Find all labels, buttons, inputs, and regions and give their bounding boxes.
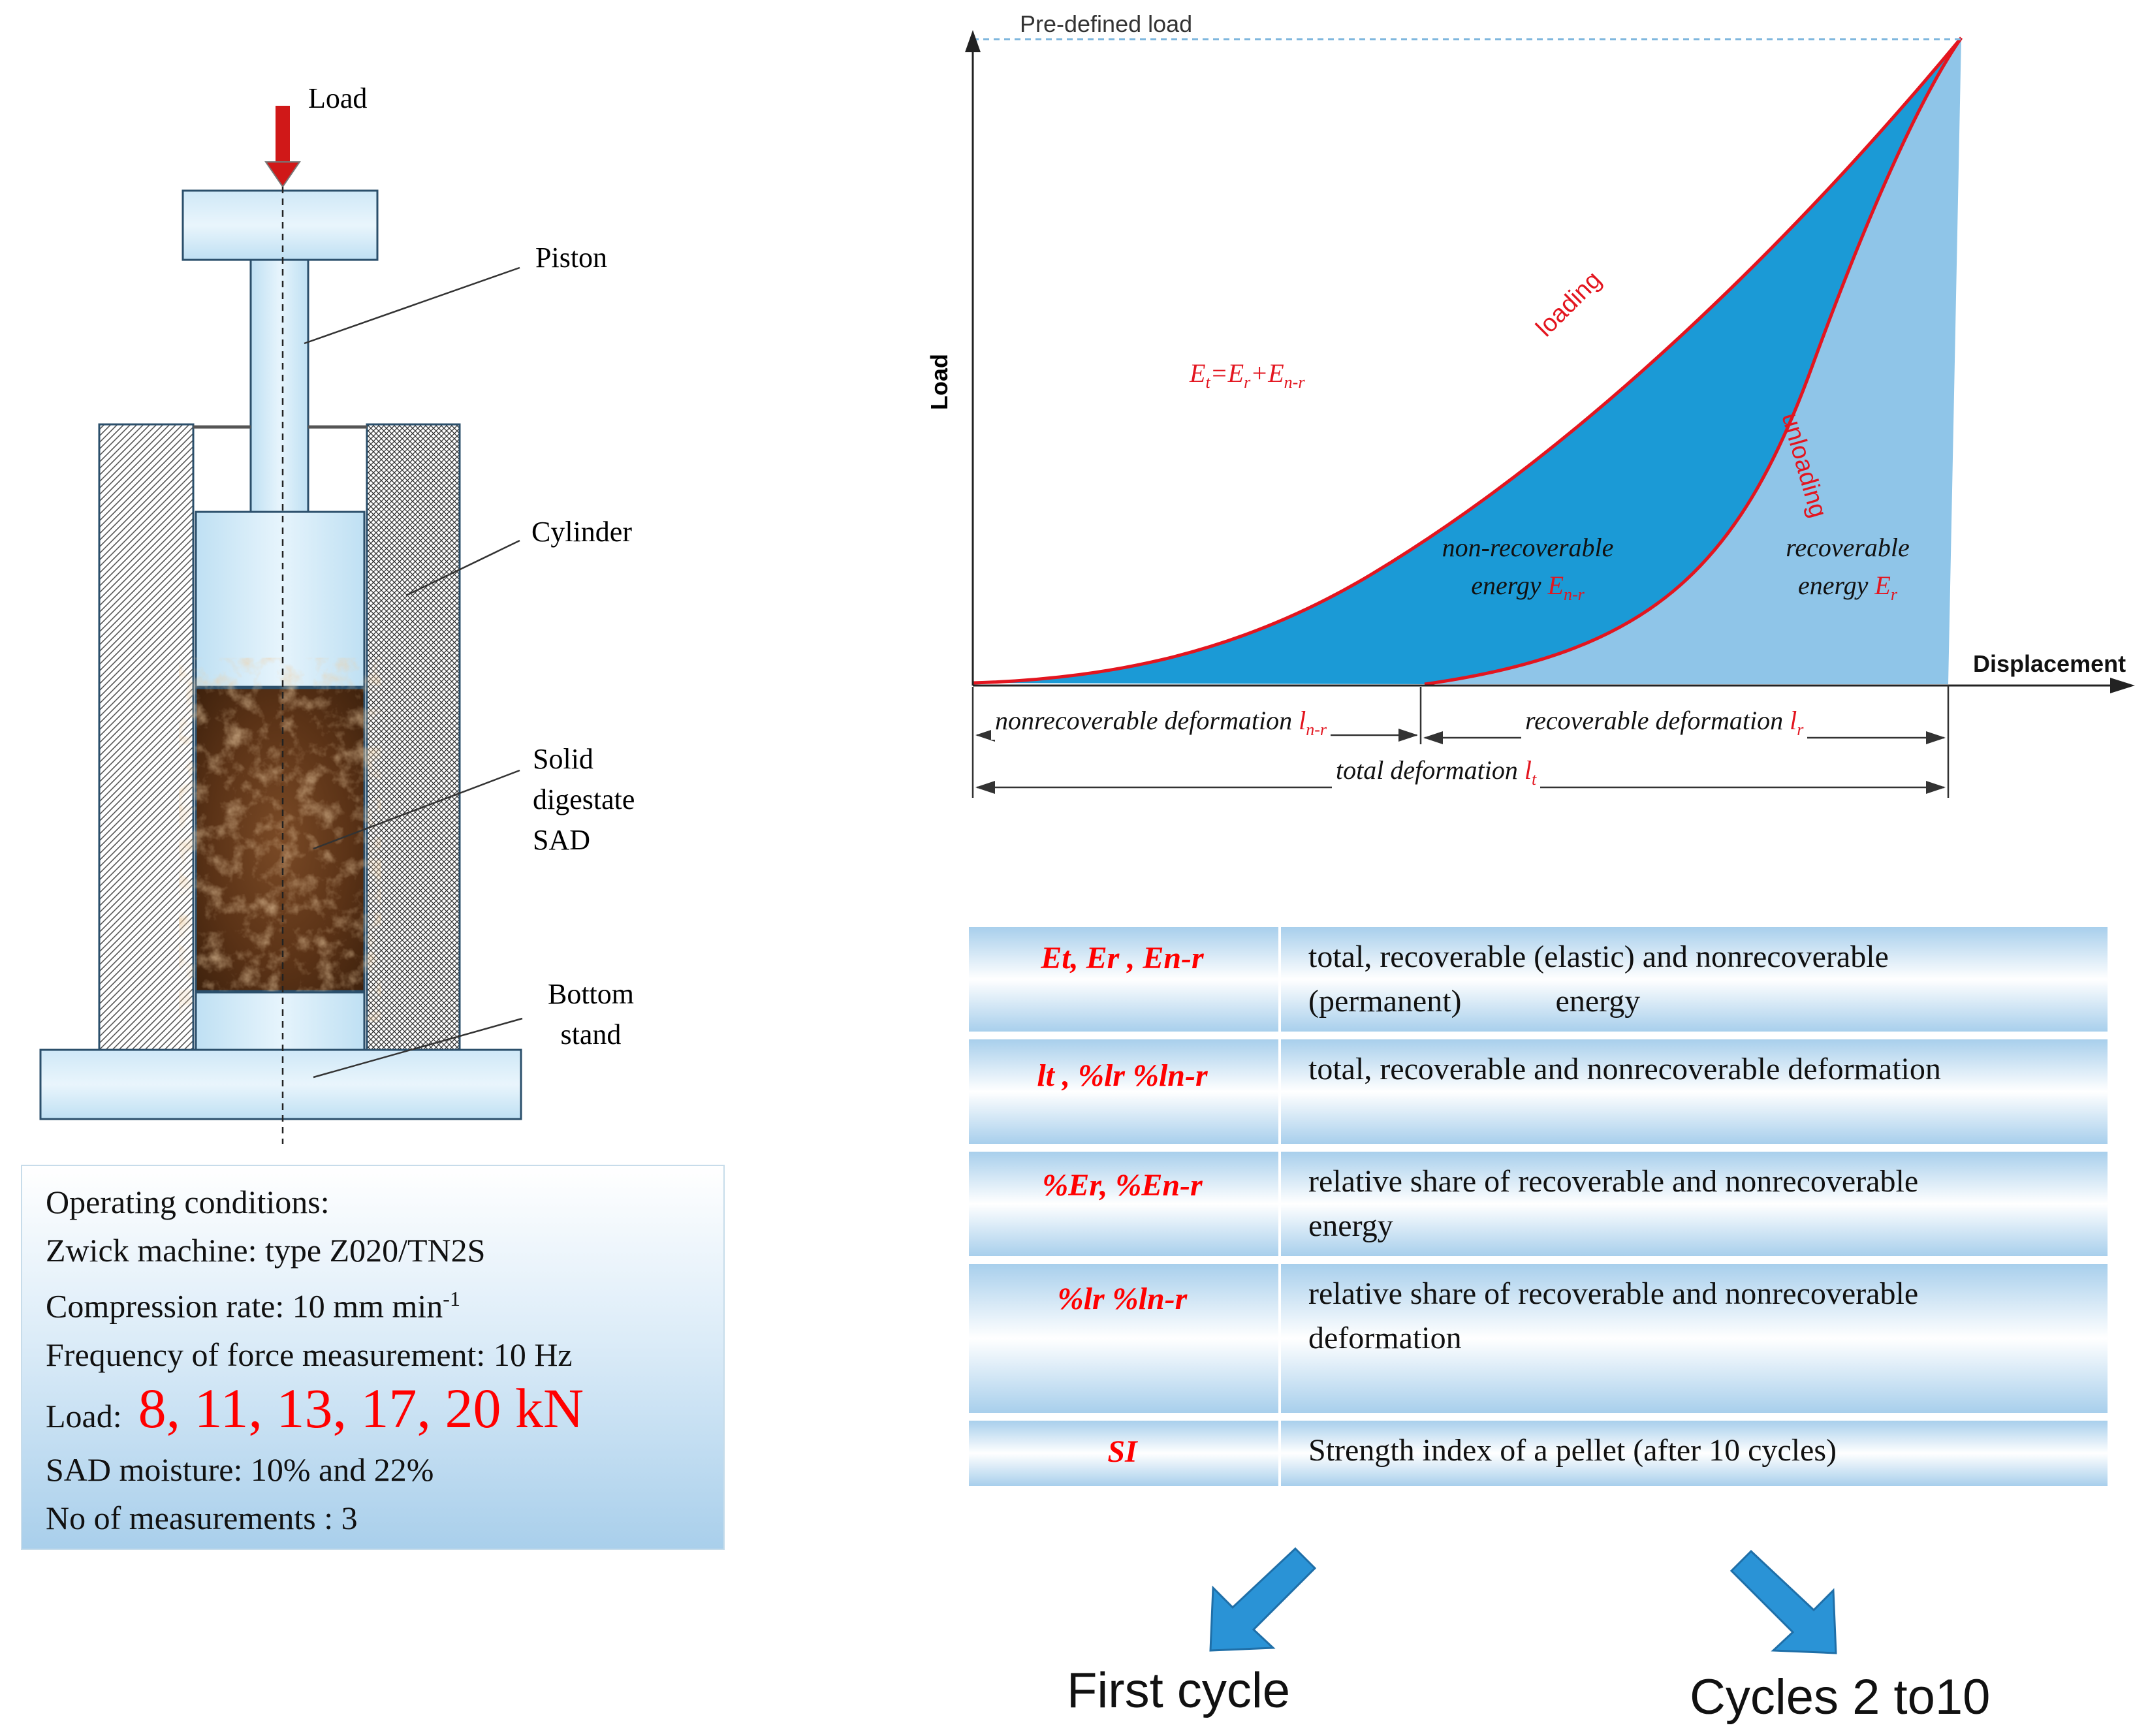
table-description: relative share of recoverable and nonrec… (1308, 1276, 1919, 1355)
ops-measurements: No of measurements : 3 (46, 1499, 358, 1536)
load-arrow-head (264, 161, 301, 188)
first-cycle-label: First cycle (1067, 1663, 1290, 1718)
recoverable-energy-label: recoverable energy Er (1786, 533, 1910, 604)
table-description: Strength index of a pellet (after 10 cyc… (1308, 1433, 1837, 1468)
total-deformation-label: total deformation lt (1332, 755, 1541, 789)
ops-moisture: SAD moisture: 10% and 22% (46, 1451, 434, 1488)
ops-rate: Compression rate: 10 mm min-1 (46, 1287, 460, 1325)
table-row: lt , %lr %ln-r total, recoverable and no… (969, 1039, 2108, 1144)
ops-frequency: Frequency of force measurement: 10 Hz (46, 1336, 573, 1373)
predefined-load-label: Pre-defined load (1020, 10, 1193, 37)
cycles-label: Cycles 2 to10 (1690, 1669, 1991, 1725)
label-load: Load (308, 82, 368, 114)
cylinder-wall-right (366, 423, 461, 1051)
table-symbol: SI (1107, 1434, 1137, 1469)
arrow-cycles-icon (1729, 1549, 1837, 1654)
label-bottom-stand: Bottom stand (547, 978, 635, 1050)
piston-head (195, 511, 366, 688)
arrow-first-cycle-icon (1209, 1547, 1317, 1652)
label-cylinder: Cylinder (531, 516, 632, 548)
table-symbol: lt , %lr %ln-r (1037, 1058, 1208, 1093)
nonrecoverable-energy-label: non-recoverable energy En-r (1442, 533, 1614, 604)
table-description: total, recoverable (elastic) and nonreco… (1308, 939, 1889, 1018)
table-row: %lr %ln-r relative share of recoverable … (969, 1264, 2108, 1413)
recoverable-energy-area (1425, 38, 1961, 684)
unloading-curve (1424, 37, 1963, 686)
table-symbol: %Er, %En-r (1042, 1168, 1203, 1203)
table-symbol: %lr %ln-r (1057, 1282, 1188, 1316)
energy-equation: Et=Er+En-r (1190, 358, 1305, 392)
nonrecoverable-deformation-label: nonrecoverable deformation ln-r (991, 705, 1331, 740)
cylinder-wall-left (98, 423, 195, 1051)
load-arrow-shaft (276, 106, 290, 163)
ops-load-values: 8, 11, 13, 17, 20 kN (138, 1376, 584, 1440)
x-axis-label: Displacement (1973, 650, 2126, 677)
table-symbol: Et, Er , En-r (1041, 941, 1204, 975)
operating-conditions-box: Operating conditions: Zwick machine: typ… (21, 1165, 725, 1550)
table-row: Et, Er , En-r total, recoverable (elasti… (969, 927, 2108, 1032)
nonrecoverable-energy-area (973, 38, 1961, 684)
table-description: relative share of recoverable and nonrec… (1308, 1164, 1919, 1243)
table-row: %Er, %En-r relative share of recoverable… (969, 1152, 2108, 1256)
bottom-stand (39, 1049, 522, 1120)
piston-rod (249, 259, 309, 513)
ops-heading: Operating conditions: (46, 1184, 330, 1220)
ops-machine: Zwick machine: type Z020/TN2S (46, 1232, 486, 1269)
label-piston: Piston (535, 242, 608, 274)
piston-top-plate (182, 189, 379, 261)
loading-curve (972, 37, 1963, 685)
table-row: SI Strength index of a pellet (after 10 … (969, 1421, 2108, 1486)
recoverable-deformation-label: recoverable deformation lr (1521, 705, 1808, 740)
ops-load: Load: 8, 11, 13, 17, 20 kN (46, 1376, 584, 1440)
label-sample: Solid digestate SAD (533, 743, 635, 856)
table-description: total, recoverable and nonrecoverable de… (1308, 1052, 1941, 1086)
